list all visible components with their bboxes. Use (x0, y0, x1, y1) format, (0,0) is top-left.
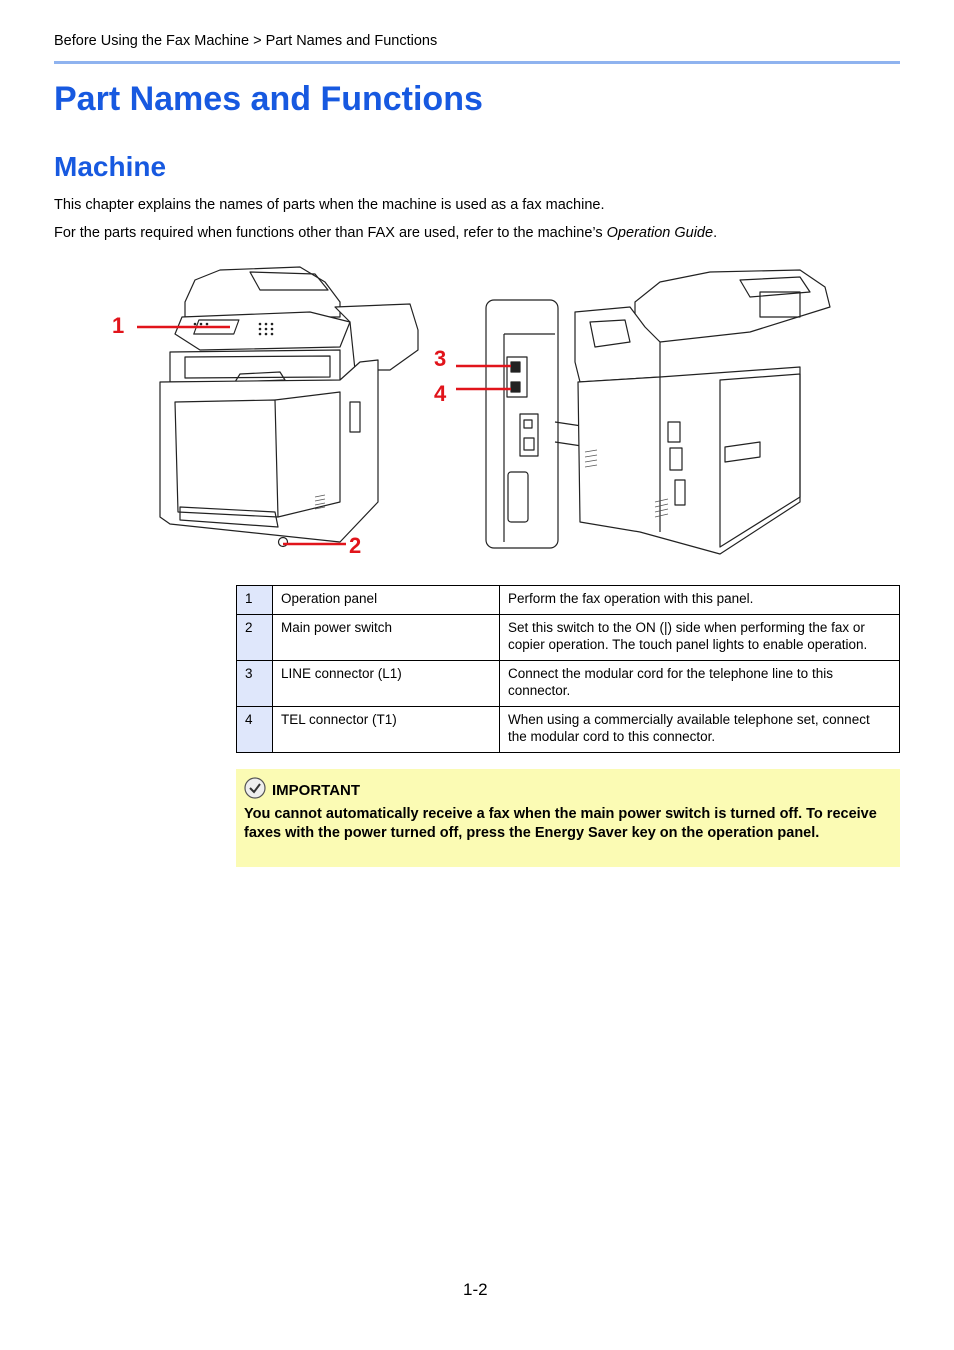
callout-label-1: 1 (112, 313, 124, 338)
part-number: 3 (236, 660, 273, 707)
front-view-printer (159, 266, 419, 548)
callout-label-2: 2 (349, 533, 361, 558)
reference-suffix: . (713, 225, 718, 241)
important-heading-row: IMPORTANT (244, 777, 890, 803)
operation-guide-reference: Operation Guide (606, 225, 714, 241)
part-number: 2 (236, 614, 273, 661)
table-row: 3 LINE connector (L1) Connect the modula… (236, 660, 900, 707)
callout-label-3: 3 (434, 346, 446, 371)
part-description: Set this switch to the ON (|) side when … (499, 614, 900, 661)
part-number: 1 (236, 585, 273, 615)
breadcrumb: Before Using the Fax Machine > Part Name… (54, 33, 438, 49)
reference-text: For the parts required when functions ot… (54, 225, 607, 241)
page-title: Part Names and Functions (54, 80, 483, 118)
machine-illustration: 1 2 3 4 (112, 266, 831, 558)
connector-closeup (485, 299, 656, 549)
parts-table: 1 Operation panel Perform the fax operat… (236, 585, 900, 753)
callout-lines (137, 325, 511, 546)
part-name: LINE connector (L1) (272, 660, 500, 707)
important-heading: IMPORTANT (272, 781, 361, 799)
table-row: 1 Operation panel Perform the fax operat… (236, 585, 900, 615)
intro-paragraph: This chapter explains the names of parts… (54, 197, 605, 213)
part-number: 4 (236, 706, 273, 753)
part-name: Operation panel (272, 585, 500, 615)
rear-view-printer (574, 269, 831, 555)
reference-paragraph: For the parts required when functions ot… (54, 225, 717, 241)
important-text: You cannot automatically receive a fax w… (244, 806, 877, 841)
section-title: Machine (54, 151, 167, 182)
table-row: 4 TEL connector (T1) When using a commer… (236, 706, 900, 753)
part-description: Perform the fax operation with this pane… (499, 585, 900, 615)
important-note: IMPORTANT You cannot automatically recei… (236, 769, 900, 867)
check-circle-icon (244, 777, 266, 803)
part-description: Connect the modular cord for the telepho… (499, 660, 900, 707)
page-number: 1-2 (463, 1280, 488, 1299)
header-rule (54, 61, 900, 64)
part-name: Main power switch (272, 614, 500, 661)
callout-label-4: 4 (434, 381, 447, 406)
part-name: TEL connector (T1) (272, 706, 500, 753)
table-row: 2 Main power switch Set this switch to t… (236, 614, 900, 661)
part-description: When using a commercially available tele… (499, 706, 900, 753)
